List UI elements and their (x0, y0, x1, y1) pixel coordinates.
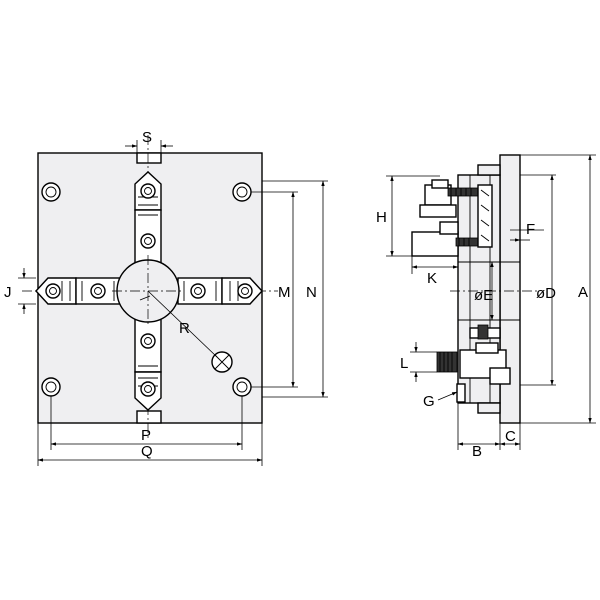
corner-hole-top-left (41, 182, 61, 202)
label-l: L (400, 355, 408, 372)
bottom-notch (136, 410, 162, 424)
label-d: øD (536, 285, 556, 302)
label-c: C (505, 428, 516, 445)
label-p: P (141, 427, 151, 444)
corner-hole-bottom-right (232, 377, 252, 397)
side-lower-jaw (436, 324, 511, 403)
label-k: K (427, 270, 437, 287)
label-q: Q (141, 443, 153, 460)
label-e: øE (474, 287, 493, 304)
side-upper-jaw (411, 179, 493, 257)
label-r: R (179, 320, 190, 337)
side-view (411, 154, 540, 424)
front-view (22, 135, 278, 440)
label-h: H (376, 209, 387, 226)
label-n: N (306, 284, 317, 301)
label-f: F (526, 221, 535, 238)
label-s: S (142, 129, 152, 146)
top-notch (136, 152, 162, 164)
jaw-bottom (134, 313, 162, 411)
corner-hole-bottom-left (41, 377, 61, 397)
side-dimensions (386, 154, 596, 450)
jaw-top (134, 171, 162, 269)
label-m: M (278, 284, 291, 301)
corner-hole-top-right (232, 182, 252, 202)
label-g: G (423, 393, 435, 410)
front-dimensions (18, 140, 328, 466)
r-radius-line (147, 290, 218, 358)
label-j: J (4, 284, 12, 301)
label-b: B (472, 443, 482, 460)
jaw-right (177, 277, 263, 305)
jaw-left (35, 277, 121, 305)
label-a: A (578, 284, 588, 301)
